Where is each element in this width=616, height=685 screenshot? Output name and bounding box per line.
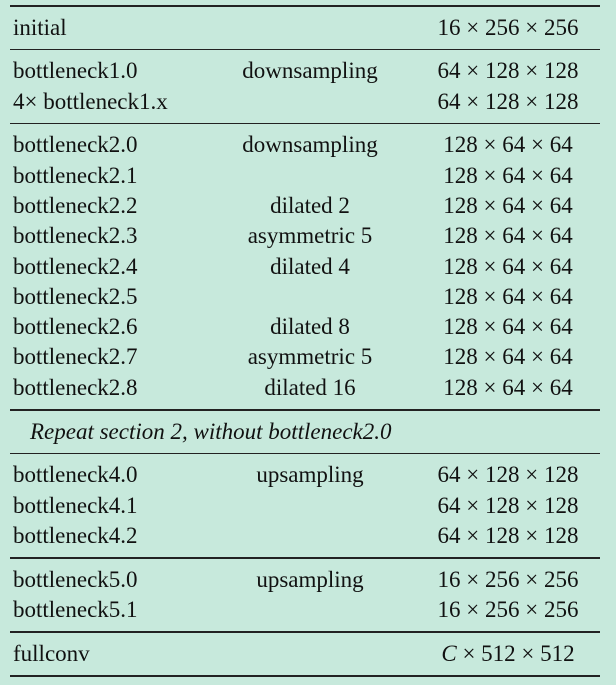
- output-size: 128 × 64 × 64: [443, 344, 573, 370]
- layer-type: downsampling: [242, 58, 378, 84]
- table-row: bottleneck2.3 asymmetric 5 128 × 64 × 64: [10, 221, 600, 251]
- output-size: 128 × 64 × 64: [443, 283, 573, 309]
- table-rule: [10, 452, 600, 455]
- layer-type: dilated 2: [270, 192, 350, 218]
- table-row: bottleneck2.1 128 × 64 × 64: [10, 161, 600, 191]
- table-row: bottleneck5.1 16 × 256 × 256: [10, 595, 600, 625]
- layer-name: bottleneck2.3: [13, 223, 138, 249]
- table-row: bottleneck4.2 64 × 128 × 128: [10, 521, 600, 551]
- output-size: 64 × 128 × 128: [437, 58, 579, 84]
- section-note: Repeat section 2, without bottleneck2.0: [30, 418, 392, 444]
- layer-name: bottleneck2.8: [13, 374, 138, 400]
- architecture-table: initial 16 × 256 × 256 bottleneck1.0 downsa…: [10, 5, 600, 677]
- table-rule: [10, 675, 600, 677]
- output-size: 16 × 256 × 256: [437, 14, 579, 40]
- output-size: 16 × 256 × 256: [437, 566, 579, 592]
- table-rule: [10, 48, 600, 51]
- table-row: bottleneck2.7 asymmetric 5 128 × 64 × 64: [10, 342, 600, 372]
- output-size: C × 512 × 512: [441, 640, 575, 666]
- output-size: 64 × 128 × 128: [437, 88, 579, 114]
- table-row: initial 16 × 256 × 256: [10, 13, 600, 43]
- output-size: 128 × 64 × 64: [443, 253, 573, 279]
- layer-name: bottleneck2.6: [13, 314, 138, 340]
- layer-type: downsampling: [242, 132, 378, 158]
- table-row: bottleneck2.6 dilated 8 128 × 64 × 64: [10, 312, 600, 342]
- table-row: bottleneck4.1 64 × 128 × 128: [10, 491, 600, 521]
- table-rule: [10, 631, 600, 633]
- layer-name: initial: [13, 14, 67, 40]
- output-size: 128 × 64 × 64: [443, 374, 573, 400]
- table-section: fullconv C × 512 × 512: [10, 633, 600, 675]
- table-row: bottleneck2.8 dilated 16 128 × 64 × 64: [10, 373, 600, 403]
- output-size: 64 × 128 × 128: [437, 492, 579, 518]
- table-row: 4× bottleneck1.x 64 × 128 × 128: [10, 87, 600, 117]
- layer-name: fullconv: [13, 640, 90, 666]
- output-size: 128 × 64 × 64: [443, 132, 573, 158]
- output-size: 64 × 128 × 128: [437, 462, 579, 488]
- table-row: bottleneck2.4 dilated 4 128 × 64 × 64: [10, 252, 600, 282]
- table-section: Repeat section 2, without bottleneck2.0: [10, 411, 600, 453]
- table-row: fullconv C × 512 × 512: [10, 639, 600, 669]
- layer-name: bottleneck2.5: [13, 283, 138, 309]
- layer-type: upsampling: [256, 462, 364, 488]
- layer-type: upsampling: [256, 566, 364, 592]
- table-rule: [10, 409, 600, 411]
- table-row: bottleneck4.0 upsampling 64 × 128 × 128: [10, 460, 600, 490]
- layer-name: bottleneck4.0: [13, 462, 138, 488]
- layer-name: bottleneck2.2: [13, 192, 138, 218]
- layer-name: bottleneck2.4: [13, 253, 138, 279]
- layer-type: dilated 16: [264, 374, 356, 400]
- layer-type: dilated 4: [270, 253, 350, 279]
- output-size: 128 × 64 × 64: [443, 314, 573, 340]
- table-row: bottleneck5.0 upsampling 16 × 256 × 256: [10, 565, 600, 595]
- table-section: initial 16 × 256 × 256: [10, 7, 600, 49]
- table-rule: [10, 557, 600, 559]
- layer-name: 4× bottleneck1.x: [13, 88, 168, 114]
- table-row: bottleneck2.0 downsampling 128 × 64 × 64: [10, 130, 600, 160]
- layer-name: bottleneck2.7: [13, 344, 138, 370]
- layer-name: bottleneck1.0: [13, 58, 138, 84]
- layer-type: asymmetric 5: [247, 223, 373, 249]
- layer-type: asymmetric 5: [247, 344, 373, 370]
- output-size: 128 × 64 × 64: [443, 192, 573, 218]
- output-size: 16 × 256 × 256: [437, 597, 579, 623]
- table-rule: [10, 122, 600, 125]
- output-size: 128 × 64 × 64: [443, 223, 573, 249]
- table-row: bottleneck1.0 downsampling 64 × 128 × 128: [10, 56, 600, 86]
- layer-name: bottleneck4.1: [13, 492, 138, 518]
- layer-type: dilated 8: [270, 314, 350, 340]
- table-row: bottleneck2.2 dilated 2 128 × 64 × 64: [10, 191, 600, 221]
- table-row: bottleneck2.5 128 × 64 × 64: [10, 282, 600, 312]
- layer-name: bottleneck5.0: [13, 566, 138, 592]
- layer-name: bottleneck5.1: [13, 597, 138, 623]
- layer-name: bottleneck4.2: [13, 522, 138, 548]
- output-size: 64 × 128 × 128: [437, 522, 579, 548]
- layer-name: bottleneck2.1: [13, 162, 138, 188]
- output-size: 128 × 64 × 64: [443, 162, 573, 188]
- table-rule: [10, 5, 600, 7]
- layer-name: bottleneck2.0: [13, 132, 138, 158]
